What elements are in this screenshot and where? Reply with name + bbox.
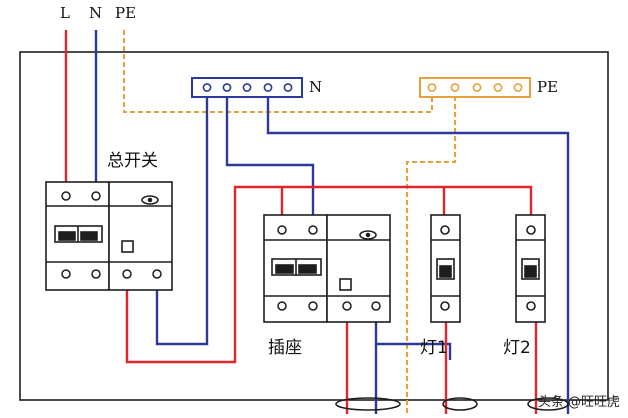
lamp2-breaker xyxy=(515,214,546,323)
watermark: 头条 @旺旺虎 xyxy=(537,395,620,410)
label-lamp1: 灯1 xyxy=(420,338,448,358)
lamp1-breaker xyxy=(430,214,461,323)
label-l: L xyxy=(60,4,70,22)
label-pe-bus: PE xyxy=(537,78,559,96)
distribution-box xyxy=(19,51,609,401)
label-n: N xyxy=(89,4,103,22)
cable-ties xyxy=(335,397,569,411)
socket-breaker-terminals xyxy=(277,225,381,311)
main-switch-terminals xyxy=(61,191,162,279)
label-pe: PE xyxy=(115,4,137,22)
earth-wires xyxy=(123,30,456,414)
pe-bus-bar xyxy=(419,77,531,98)
label-n-bus: N xyxy=(309,78,323,96)
live-wires xyxy=(64,30,538,414)
label-lamp2: 灯2 xyxy=(503,338,531,358)
label-main-switch: 总开关 xyxy=(107,151,158,171)
n-bus-bar xyxy=(191,77,303,98)
neutral-wires xyxy=(94,30,570,414)
label-socket: 插座 xyxy=(268,338,302,358)
